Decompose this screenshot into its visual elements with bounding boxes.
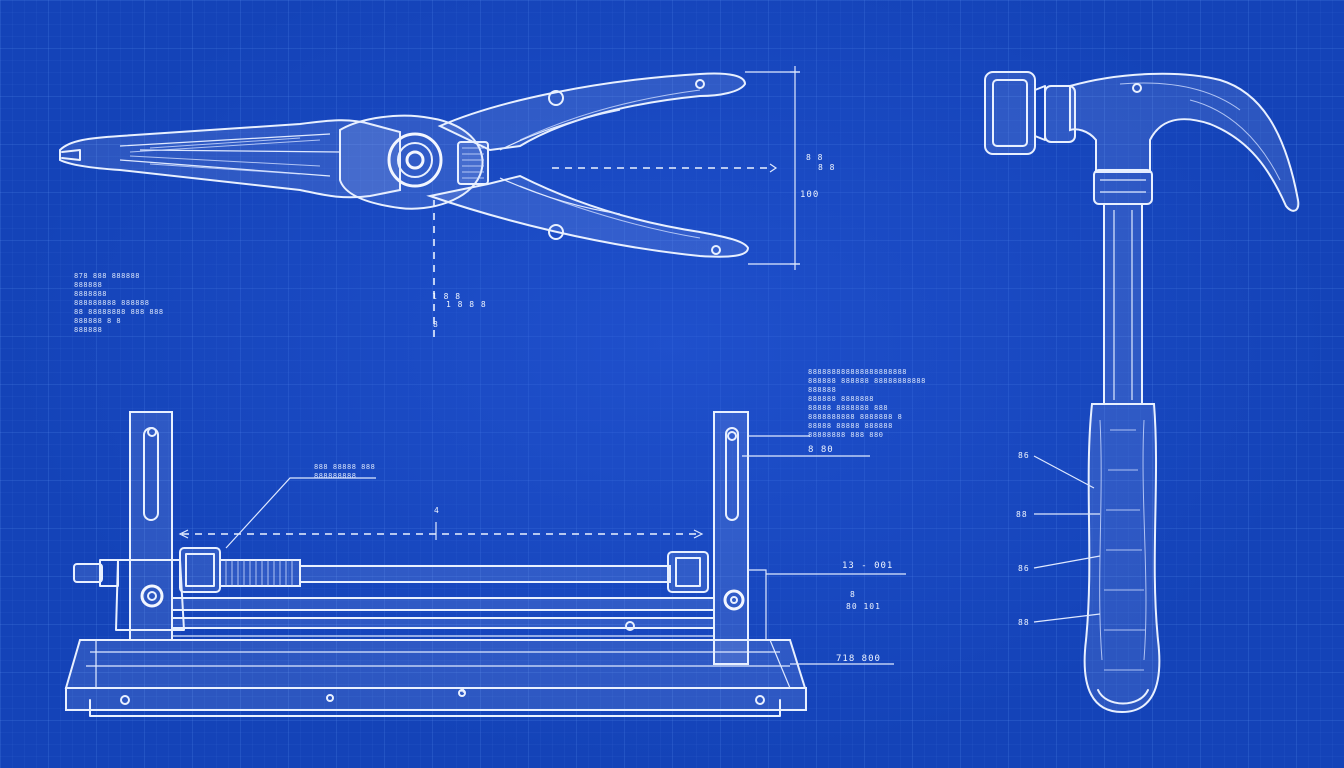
pliers-dim-top: 8 8 [806, 153, 824, 162]
pliers-dim-height: 100 [800, 190, 820, 200]
hammer-callout-4: 88 [1018, 618, 1030, 627]
vise-callout-note: 888 88888 888 888888888 [314, 463, 376, 480]
hammer-callout-1: 86 [1018, 451, 1030, 460]
pliers-pivot-dim-c: 8 [433, 320, 439, 329]
pliers-pivot-dim: 1 8 8 [432, 292, 462, 301]
vise-mark-b: 4 [460, 686, 466, 695]
vise-dim-right-3: 8 [850, 590, 856, 599]
hammer-drawing [984, 71, 1300, 714]
vise-dim-right-4: 80 101 [846, 602, 881, 611]
pliers-drawing [59, 66, 800, 340]
pliers-dim-top-b: 8 8 [818, 163, 836, 172]
vise-dim-right-1: 8 80 [808, 445, 834, 455]
hammer-callout-3: 86 [1018, 564, 1030, 573]
vise-dim-right-2: 13 - 001 [842, 561, 894, 571]
middle-spec-notes: 888888888888888888888 888888 888888 8888… [808, 368, 926, 439]
vise-drawing [64, 411, 906, 717]
left-spec-notes: 878 888 888888 888888 8888888 888888888 … [74, 272, 164, 334]
vise-dim-bottom: 718 800 [836, 654, 881, 664]
hammer-callout-2: 88 [1016, 510, 1028, 519]
vise-mark-a: 4 [434, 506, 440, 515]
pliers-pivot-dim-b: 1 8 8 8 [446, 300, 487, 309]
